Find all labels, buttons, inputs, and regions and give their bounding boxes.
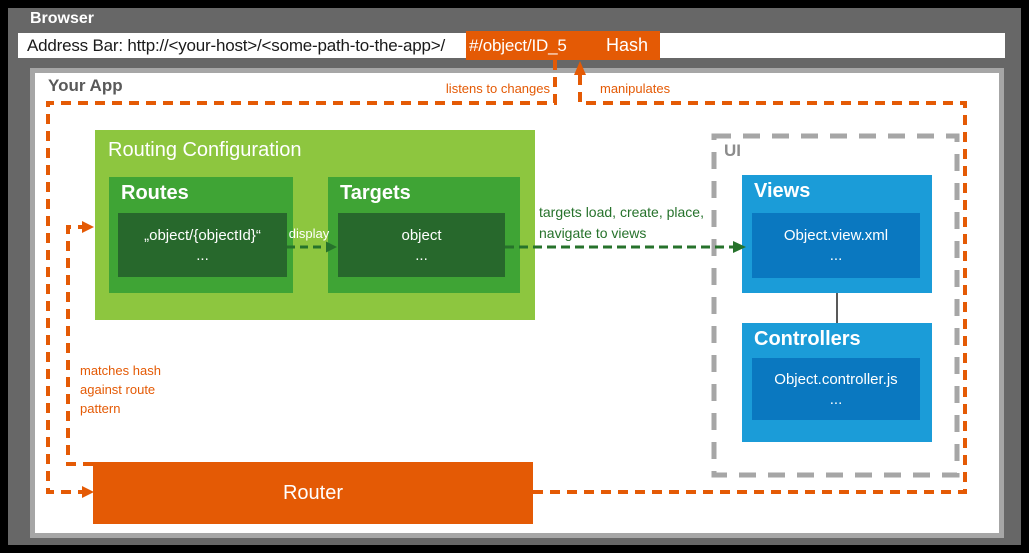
view-more: ... [829, 247, 843, 264]
browser-title: Browser [30, 10, 95, 27]
hash-value: #/object/ID_5 [469, 35, 567, 55]
router-box: Router [93, 462, 533, 524]
routes-title: Routes [121, 182, 189, 204]
target-name: object [401, 226, 442, 244]
target-object-box: object ... [338, 213, 505, 277]
view-file: Object.view.xml [783, 227, 889, 244]
targets-flow-label: targets load, create, place, navigate to… [539, 204, 704, 241]
controllers-title: Controllers [754, 328, 861, 350]
controller-file-box: Object.controller.js ... [752, 358, 920, 420]
controller-file: Object.controller.js [774, 370, 898, 388]
target-more: ... [415, 246, 428, 264]
views-title: Views [754, 180, 811, 202]
route-more: ... [196, 246, 209, 264]
address-url-text: Address Bar: http://<your-host>/<some-pa… [27, 36, 446, 55]
manipulates-label: manipulates [600, 81, 671, 96]
controller-more: ... [829, 390, 843, 408]
matches-hash-label: matches hash against route pattern [80, 363, 161, 416]
routing-configuration-title: Routing Configuration [108, 139, 302, 161]
targets-title: Targets [340, 182, 411, 204]
display-label: display [288, 226, 330, 241]
your-app-label: Your App [48, 76, 123, 95]
router-title: Router [282, 481, 344, 504]
route-pattern-box: „object/{objectId}“ ... [118, 213, 287, 277]
hash-highlight-box: #/object/ID_5 Hash [466, 31, 660, 60]
listens-to-changes-label: listens to changes [445, 81, 550, 96]
route-pattern: „object/{objectId}“ [144, 226, 261, 244]
view-file-box: Object.view.xml ... [752, 213, 920, 278]
hash-label: Hash [605, 35, 648, 55]
ui-container-label: UI [724, 141, 741, 160]
